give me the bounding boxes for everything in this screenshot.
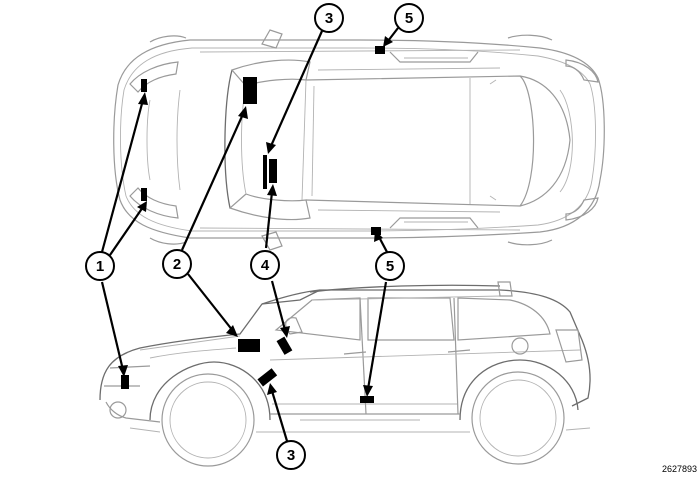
callout-5-bottom: 5	[375, 251, 405, 281]
figure-id: 2627893	[661, 464, 697, 474]
marker-2-top	[243, 77, 257, 104]
callout-3-top: 3	[314, 3, 344, 33]
callout-3-top-label: 3	[325, 10, 333, 27]
callout-4: 4	[250, 250, 280, 280]
callout-2: 2	[162, 249, 192, 279]
callout-5-bottom-label: 5	[386, 258, 394, 275]
callout-3-bottom-label: 3	[287, 447, 295, 464]
marker-1-top-b	[141, 188, 147, 201]
marker-4-side	[276, 336, 293, 355]
marker-5-top-a	[375, 46, 385, 54]
callout-1-label: 1	[96, 258, 104, 275]
marker-4-top	[269, 159, 277, 183]
marker-2-side	[238, 339, 260, 352]
callout-1: 1	[85, 251, 115, 281]
callout-2-label: 2	[173, 256, 181, 273]
leader-lines	[100, 27, 399, 442]
marker-5-side	[360, 396, 374, 403]
callout-3-bottom: 3	[276, 440, 306, 470]
car-top-view	[113, 29, 605, 251]
marker-3-side	[257, 368, 278, 387]
car-side-view	[99, 281, 591, 467]
callout-5-top: 5	[394, 3, 424, 33]
callout-4-label: 4	[261, 257, 270, 274]
marker-3-top	[263, 155, 267, 189]
marker-1-top-a	[141, 79, 147, 92]
callout-5-top-label: 5	[405, 10, 413, 27]
marker-1-side	[121, 375, 129, 389]
